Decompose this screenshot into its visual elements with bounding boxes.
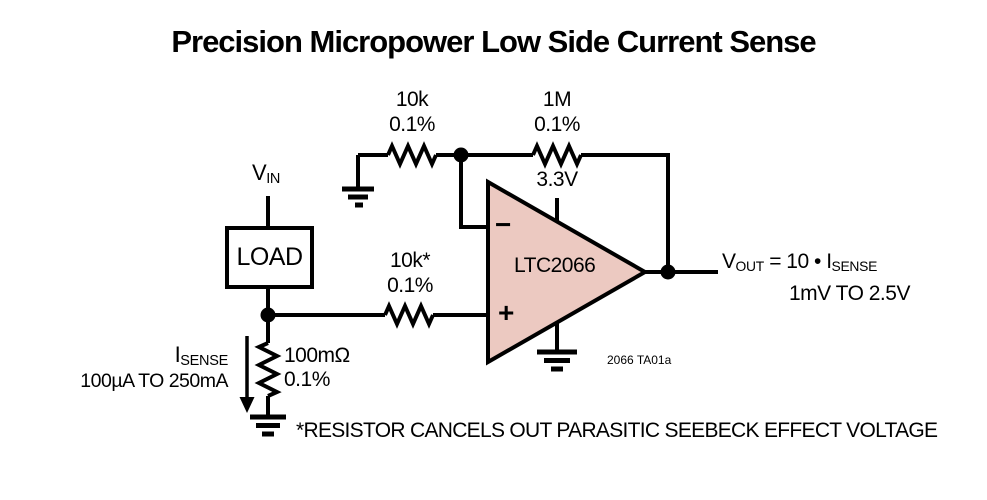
resistor-r2-symbol	[531, 141, 583, 169]
r1-value-label: 10k	[395, 88, 429, 111]
inverting-input-sign: −	[495, 209, 512, 240]
r2-value-label: 1M	[542, 88, 572, 111]
rsense-tolerance-label: 0.1%	[284, 368, 330, 391]
isense-arrow	[239, 336, 255, 413]
noninverting-input-sign: +	[498, 297, 515, 328]
footnote: *RESISTOR CANCELS OUT PARASITIC SEEBECK …	[296, 419, 938, 442]
vout-range-label: 1mV TO 2.5V	[789, 282, 910, 305]
vin-label: VIN	[252, 160, 281, 188]
resistor-r3-symbol	[383, 301, 435, 329]
opamp-part-label: LTC2066	[514, 254, 596, 277]
isense-range-label: 100µA TO 250mA	[80, 370, 228, 392]
isense-label: ISENSE	[174, 342, 229, 370]
wire-to-inverting-input	[459, 155, 487, 229]
ground-symbol-input	[342, 186, 374, 208]
junction-dot-sense	[260, 307, 276, 323]
r3-value-label: 10k*	[389, 249, 431, 272]
rsense-value-label: 100mΩ	[284, 344, 350, 367]
junction-dot-feedback	[453, 147, 469, 163]
r3-tolerance-label: 0.1%	[387, 274, 433, 297]
r1-tolerance-label: 0.1%	[389, 113, 435, 136]
ground-symbol-sense	[250, 414, 286, 437]
junction-dot-output	[660, 264, 676, 280]
supply-voltage-label: 3.3V	[536, 168, 578, 191]
resistor-rsense-symbol	[254, 341, 282, 398]
figure-title: Precision Micropower Low Side Current Se…	[171, 24, 816, 59]
figure-id-label: 2066 TA01a	[607, 353, 672, 367]
opamp-triangle	[486, 178, 650, 366]
vout-equation-label: VOUT = 10 • ISENSE	[722, 250, 878, 275]
r2-tolerance-label: 0.1%	[534, 113, 580, 136]
wire-feedback-to-output	[581, 153, 670, 272]
load-label: LOAD	[236, 243, 303, 271]
ground-symbol-opamp	[537, 349, 577, 372]
load-box	[225, 226, 314, 289]
resistor-r1-symbol	[386, 141, 438, 169]
